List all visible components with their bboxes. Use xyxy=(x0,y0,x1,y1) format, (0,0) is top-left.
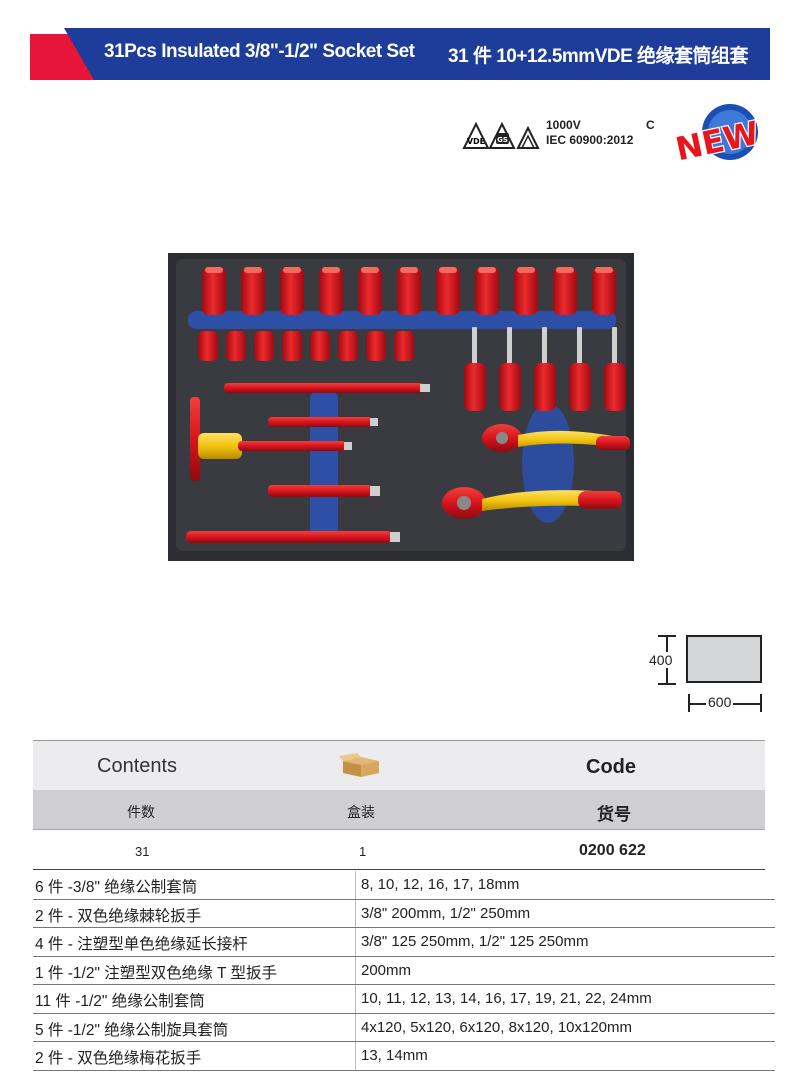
certification-block: VDE GS 1000V IEC 60900:2012 C xyxy=(462,118,662,156)
list-item: 11 件 -1/2" 绝缘公制套筒 10, 11, 12, 13, 14, 16,… xyxy=(33,985,775,1014)
item-name: 11 件 -1/2" 绝缘公制套筒 xyxy=(35,993,205,1010)
item-spec: 3/8" 125 250mm, 1/2" 125 250mm xyxy=(361,933,589,950)
standard-rating: IEC 60900:2012 xyxy=(546,133,634,147)
table-header-chinese: 件数 盒装 货号 xyxy=(33,790,765,830)
title-banner: 31Pcs Insulated 3/8"-1/2" Socket Set 31 … xyxy=(0,28,770,80)
carton-box-icon xyxy=(339,753,379,777)
piece-count: 31 xyxy=(135,844,150,859)
code-heading: Code xyxy=(586,756,636,778)
list-item: 1 件 -1/2" 注塑型双色绝缘 T 型扳手 200mm xyxy=(33,956,775,985)
dimension-width-label: 600 xyxy=(706,694,734,710)
table-header-english: Contents Code xyxy=(33,740,765,790)
packing-heading: 盒装 xyxy=(347,804,375,820)
product-photo xyxy=(168,253,634,561)
list-item: 5 件 -1/2" 绝缘公制旋具套筒 4x120, 5x120, 6x120, 8… xyxy=(33,1013,775,1042)
tray-outline xyxy=(686,635,762,683)
dimension-height-label: 400 xyxy=(648,652,674,668)
list-item: 2 件 - 双色绝缘梅花扳手 13, 14mm xyxy=(33,1042,775,1071)
item-name: 5 件 -1/2" 绝缘公制旋具套筒 xyxy=(35,1021,229,1039)
certification-marks-icon: VDE GS xyxy=(462,121,540,149)
svg-text:VDE: VDE xyxy=(467,137,485,146)
banner-blue-bar xyxy=(64,28,770,80)
item-name: 2 件 - 双色绝缘梅花扳手 xyxy=(35,1050,202,1067)
new-badge-text: NEW xyxy=(672,114,762,169)
summary-row: 31 1 0200 622 xyxy=(33,830,765,870)
contents-heading: Contents xyxy=(97,755,178,777)
item-spec: 3/8" 200mm, 1/2" 250mm xyxy=(361,904,531,922)
item-name: 4 件 - 注塑型单色绝缘延长接杆 xyxy=(35,936,248,953)
item-name: 1 件 -1/2" 注塑型双色绝缘 T 型扳手 xyxy=(35,964,278,982)
item-spec: 10, 11, 12, 13, 14, 16, 17, 19, 21, 22, … xyxy=(361,990,652,1007)
item-name: 2 件 - 双色绝缘棘轮扳手 xyxy=(35,907,202,925)
class-rating: C xyxy=(646,118,655,132)
tray-dimension-diagram: 400 600 xyxy=(640,628,770,720)
item-name: 6 件 -3/8" 绝缘公制套筒 xyxy=(35,879,198,896)
item-spec: 4x120, 5x120, 6x120, 8x120, 10x120mm xyxy=(361,1018,633,1036)
list-item: 4 件 - 注塑型单色绝缘延长接杆 3/8" 125 250mm, 1/2" 12… xyxy=(33,928,775,957)
count-heading: 件数 xyxy=(127,804,155,820)
item-spec: 13, 14mm xyxy=(361,1047,428,1064)
packing-count: 1 xyxy=(359,844,367,859)
title-chinese: 31 件 10+12.5mmVDE 绝缘套筒组套 xyxy=(448,46,749,67)
code-heading-cn: 货号 xyxy=(597,805,631,824)
product-code: 0200 622 xyxy=(579,842,646,859)
item-spec: 8, 10, 12, 16, 17, 18mm xyxy=(361,876,520,893)
new-badge: NEW xyxy=(671,102,763,174)
svg-text:GS: GS xyxy=(497,136,508,144)
list-item: 6 件 -3/8" 绝缘公制套筒 8, 10, 12, 16, 17, 18mm xyxy=(33,871,775,900)
voltage-rating: 1000V xyxy=(546,118,581,132)
list-item: 2 件 - 双色绝缘棘轮扳手 3/8" 200mm, 1/2" 250mm xyxy=(33,899,775,928)
item-spec: 200mm xyxy=(361,961,412,979)
title-english: 31Pcs Insulated 3/8"-1/2" Socket Set xyxy=(104,41,415,62)
